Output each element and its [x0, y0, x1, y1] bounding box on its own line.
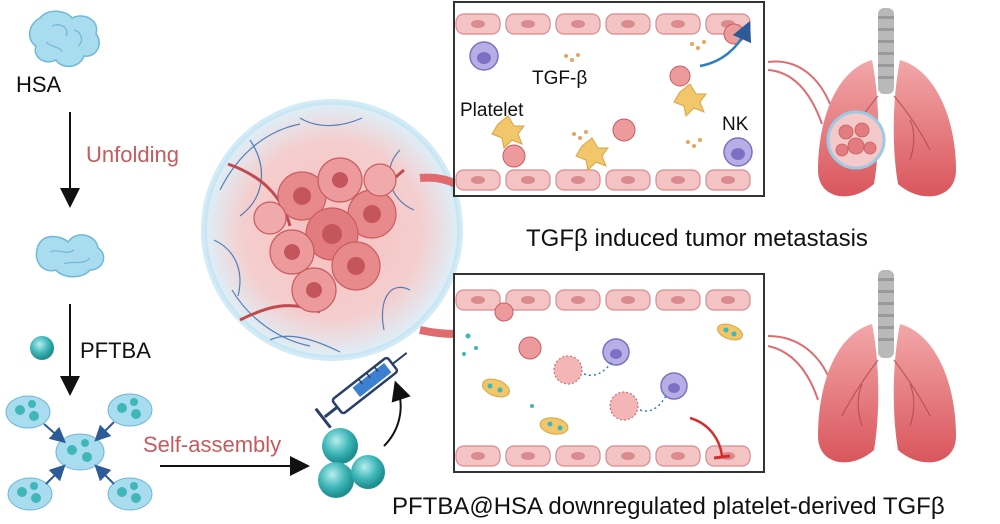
metastasis-panel: TGF-β Platelet NK — [453, 1, 765, 197]
self-assembly-label: Self-assembly — [143, 432, 281, 457]
nanoparticle-cluster-icon — [5, 393, 153, 511]
unfolded-protein-icon — [35, 234, 105, 278]
inhibition-arrow-icon — [689, 416, 731, 460]
pftba-label: PFTBA — [80, 338, 151, 363]
injection-arrow — [383, 380, 411, 447]
tumor-mass-icon — [201, 99, 463, 361]
platelet-icon — [491, 83, 707, 172]
treatment-panel — [453, 273, 765, 473]
metastasis-caption: TGFβ induced tumor metastasis — [526, 225, 868, 252]
lung-icon — [767, 8, 956, 463]
pftba-droplet-icon — [30, 336, 54, 360]
hsa-protein-icon — [28, 10, 100, 68]
tgf-beta-label: TGF-β — [532, 68, 587, 89]
nk-label: NK — [722, 114, 749, 135]
nk-cell-icon — [469, 41, 753, 167]
unfolding-label: Unfolding — [86, 142, 179, 167]
platelet-label: Platelet — [460, 100, 524, 121]
syringe-icon — [314, 352, 408, 429]
treatment-caption: PFTBA@HSA downregulated platelet-derived… — [392, 493, 945, 520]
pftba-hsa-nanoparticles — [318, 428, 385, 498]
hsa-label: HSA — [16, 72, 62, 97]
